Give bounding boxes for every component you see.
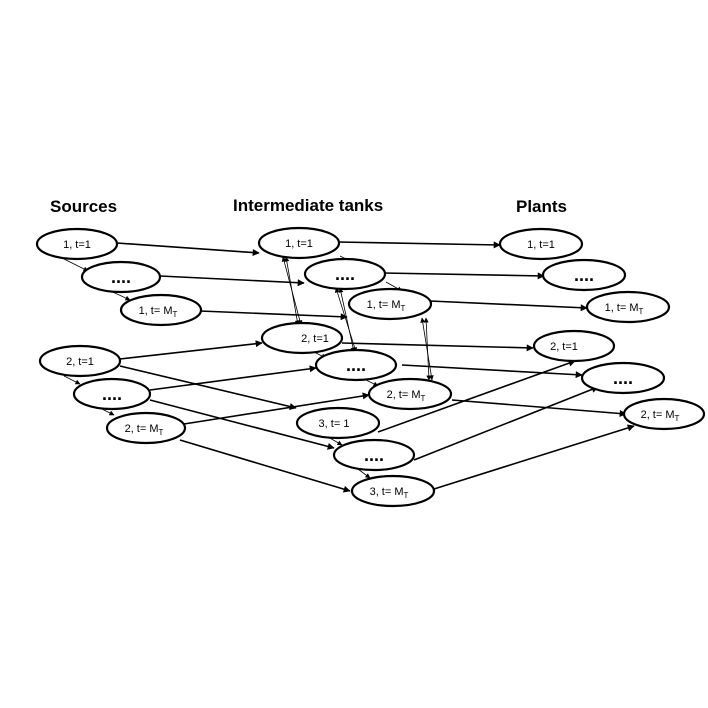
tank-1-t1-node: 1, t=1 (257, 226, 341, 260)
plant-1-tmax-node: 1, t= MT (585, 290, 671, 324)
edge (119, 365, 297, 410)
transfer-edge (420, 317, 434, 381)
svg-text:1, t= MT: 1, t= MT (139, 305, 178, 319)
svg-text:....: .... (346, 355, 366, 375)
svg-text:1, t= MT: 1, t= MT (605, 302, 644, 316)
plant-2-t1-node: 2, t=1 (532, 329, 616, 363)
svg-text:2, t= MT: 2, t= MT (387, 389, 426, 403)
edge (413, 386, 599, 461)
edge (116, 242, 260, 257)
svg-text:....: .... (364, 445, 384, 465)
plant-2-ellipsis-node: .... (580, 361, 666, 395)
edge (341, 342, 534, 352)
edge (179, 439, 351, 493)
svg-text:2, t= MT: 2, t= MT (641, 409, 680, 423)
transfer-edges (281, 256, 434, 381)
edge (199, 310, 348, 321)
svg-text:2, t=1: 2, t=1 (301, 333, 329, 345)
plant-1-ellipsis-node: .... (541, 258, 627, 292)
tank-1-tmax-node: 1, t= MT (347, 287, 433, 321)
edge (149, 399, 335, 450)
transfer-edge (284, 256, 300, 326)
plant-2-tmax-node: 2, t= MT (622, 397, 706, 431)
svg-text:1, t= MT: 1, t= MT (367, 299, 406, 313)
edge (183, 392, 370, 425)
svg-text:3, t= 1: 3, t= 1 (319, 418, 350, 430)
svg-text:1, t=1: 1, t=1 (527, 239, 555, 251)
svg-text:....: .... (613, 368, 633, 388)
edge (433, 424, 635, 490)
source-2-tmax-node: 2, t= MT (105, 411, 187, 445)
time-edge (61, 257, 89, 272)
edge (149, 365, 317, 391)
source-1-tmax-node: 1, t= MT (119, 293, 203, 327)
edge (377, 359, 576, 433)
svg-text:3, t= MT: 3, t= MT (370, 486, 409, 500)
edge (429, 300, 588, 312)
svg-text:1, t=1: 1, t=1 (63, 239, 91, 251)
header-sources: Sources (50, 197, 117, 216)
tank-1-ellipsis-node: .... (303, 257, 387, 291)
tank-2-ellipsis-node: .... (314, 348, 398, 382)
svg-text:2, t= MT: 2, t= MT (125, 423, 164, 437)
svg-text:2, t=1: 2, t=1 (550, 341, 578, 353)
tank-2-tmax-node: 2, t= MT (367, 377, 453, 411)
svg-text:1, t=1: 1, t=1 (285, 238, 313, 250)
transfer-edge (423, 317, 432, 381)
edge (451, 399, 627, 417)
svg-text:2, t=1: 2, t=1 (66, 356, 94, 368)
svg-text:....: .... (335, 264, 355, 284)
transfer-edge (338, 287, 356, 353)
flow-edges (116, 241, 635, 493)
header-plants: Plants (516, 197, 567, 216)
tank-3-tmax-node: 3, t= MT (350, 474, 436, 508)
svg-text:....: .... (574, 265, 594, 285)
edge (159, 275, 305, 287)
source-2-t1-node: 2, t=1 (38, 344, 122, 378)
tank-3-ellipsis-node: .... (332, 438, 416, 472)
svg-text:....: .... (111, 267, 131, 287)
edge (382, 272, 545, 280)
tank-2-t1-node: 2, t=1 (260, 321, 344, 355)
source-2-ellipsis-node: .... (72, 377, 152, 411)
edge (119, 340, 263, 360)
source-1-ellipsis-node: .... (80, 260, 162, 294)
svg-text:....: .... (102, 384, 122, 404)
time-edge (63, 375, 81, 385)
edge (337, 241, 501, 249)
source-1-t1-node: 1, t=1 (35, 227, 119, 261)
plant-1-t1-node: 1, t=1 (498, 227, 584, 261)
header-intermediate-tanks: Intermediate tanks (233, 196, 383, 215)
tank-3-t1-node: 3, t= 1 (295, 406, 381, 440)
